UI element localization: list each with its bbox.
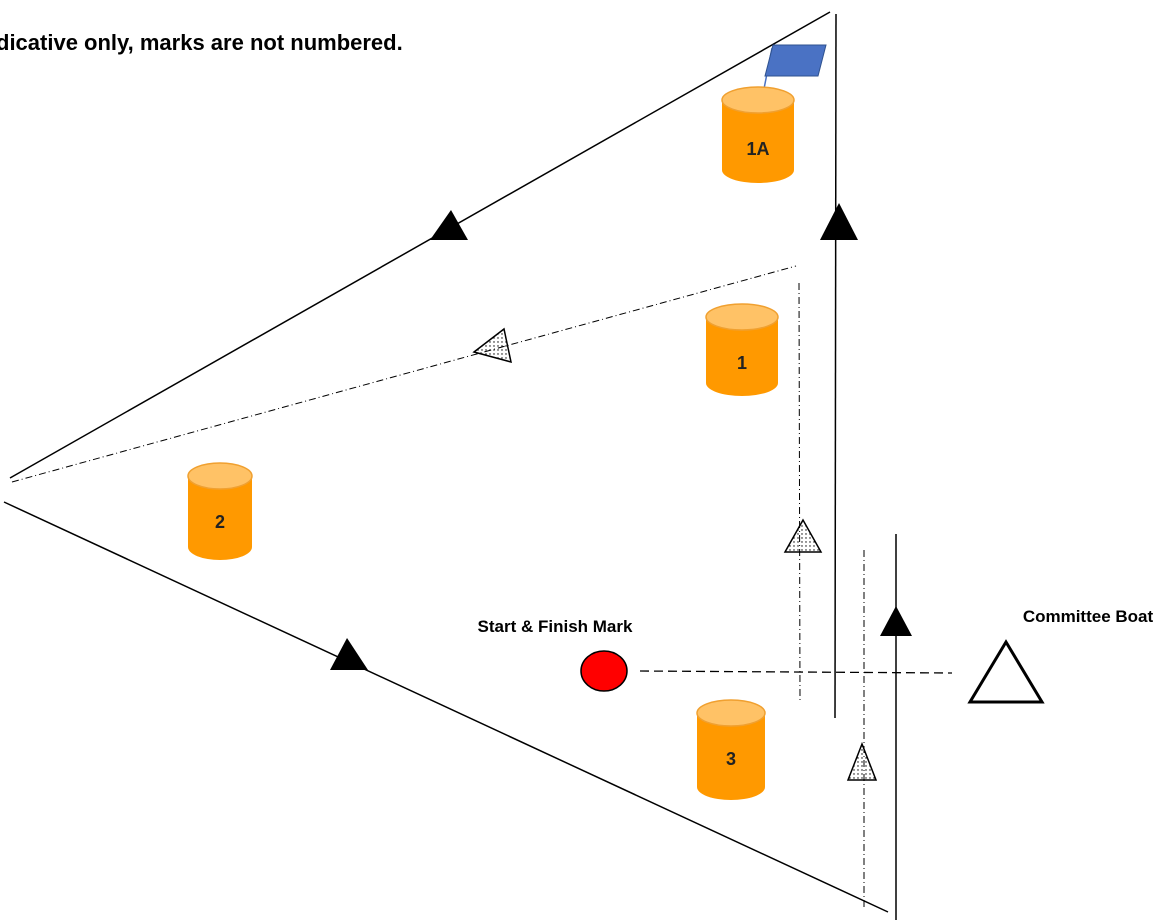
windward-reach-line xyxy=(9,11,831,479)
inner-arrow-finish-icon xyxy=(846,741,878,781)
committee-boat: Committee Boat xyxy=(967,607,1154,704)
buoy-body xyxy=(722,100,794,183)
buoy-body xyxy=(697,713,765,800)
buoy-label-3: 3 xyxy=(726,749,736,769)
start-finish-mark: Start & Finish Mark xyxy=(478,617,633,692)
start-line xyxy=(639,670,953,674)
buoy-label-2: 2 xyxy=(215,512,225,532)
buoy-body xyxy=(188,476,252,560)
blue-flag-icon xyxy=(764,44,827,77)
inner-course xyxy=(11,265,865,908)
buoy-label-1a: 1A xyxy=(746,139,769,159)
buoy-2: 2 xyxy=(187,462,253,560)
beat-line xyxy=(834,13,837,719)
arrow-upper-left-icon xyxy=(430,210,468,240)
indicative-note: dicative only, marks are not numbered. xyxy=(0,30,403,55)
start-finish-label: Start & Finish Mark xyxy=(478,617,633,636)
inner-arrow-reach-icon xyxy=(472,327,512,364)
arrow-lower-left-icon xyxy=(330,638,368,670)
outer-course xyxy=(3,11,897,920)
inner-direction-arrows xyxy=(472,327,878,781)
inner-reach-line xyxy=(11,265,797,483)
inner-arrow-beat-icon xyxy=(783,518,823,553)
buoy-3: 3 xyxy=(696,699,766,800)
buoy-top xyxy=(721,86,795,114)
committee-boat-label: Committee Boat xyxy=(1023,607,1154,626)
direction-arrows xyxy=(330,203,912,670)
buoy-top xyxy=(696,699,766,727)
buoy-top xyxy=(187,462,253,490)
inner-beat-line xyxy=(798,282,801,703)
arrow-up-finish-icon xyxy=(880,606,912,636)
arrow-up-right-icon xyxy=(820,203,858,240)
buoy-top xyxy=(705,303,779,331)
leeward-reach-line xyxy=(3,501,889,913)
buoy-body xyxy=(706,317,778,396)
buoy-label-1: 1 xyxy=(737,353,747,373)
committee-boat-triangle-icon xyxy=(967,639,1045,704)
buoy-1a: 1A xyxy=(721,44,827,183)
start-mark-circle xyxy=(580,650,628,692)
buoy-1: 1 xyxy=(705,303,779,396)
